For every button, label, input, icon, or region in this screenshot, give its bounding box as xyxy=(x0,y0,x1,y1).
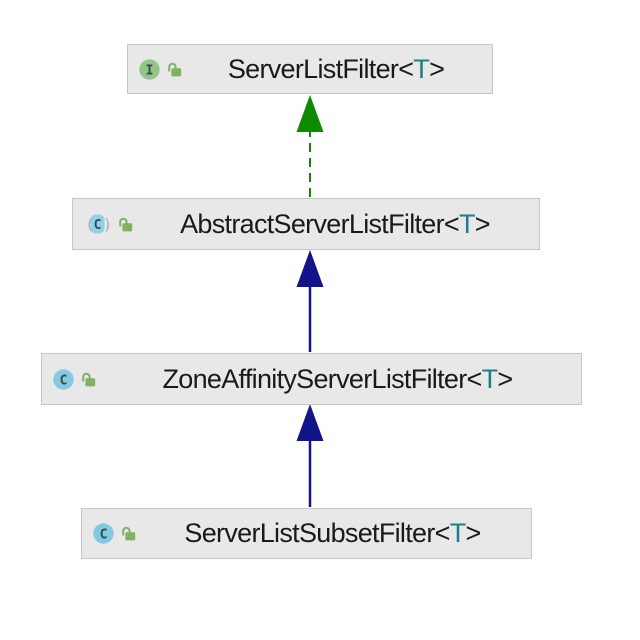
class-name: ServerListSubsetFilter xyxy=(184,518,435,548)
abstract-class-icon: ( C ) xyxy=(87,214,110,234)
svg-text:C: C xyxy=(94,218,102,233)
svg-text:C: C xyxy=(100,527,108,542)
class-name: ServerListFilter xyxy=(227,53,399,84)
edge-implements xyxy=(296,95,324,197)
class-node-abstract-server-list-filter[interactable]: ( C ) AbstractServerListFilter<T> xyxy=(72,198,540,250)
class-name-label: ZoneAffinityServerListFilter<T> xyxy=(104,363,581,394)
svg-text:C: C xyxy=(60,373,68,388)
extends-arrowhead-icon xyxy=(296,250,324,287)
svg-text:): ) xyxy=(104,216,110,234)
type-parameter: T xyxy=(458,208,475,239)
generic-open: < xyxy=(443,208,460,239)
type-parameter: T xyxy=(449,518,466,548)
class-icon: C xyxy=(93,523,114,544)
interface-icon: I xyxy=(139,58,160,80)
extends-arrowhead-icon xyxy=(296,404,324,441)
class-name-label: ServerListSubsetFilter<T> xyxy=(144,520,531,547)
node-icons: C xyxy=(53,368,97,390)
generic-open: < xyxy=(466,363,483,394)
class-name: AbstractServerListFilter xyxy=(180,208,444,239)
class-name-label: AbstractServerListFilter<T> xyxy=(141,208,539,239)
unlocked-lock-icon xyxy=(119,217,133,231)
type-parameter: T xyxy=(413,53,430,84)
unlocked-lock-icon xyxy=(122,526,136,541)
class-node-server-list-subset-filter[interactable]: C ServerListSubsetFilter<T> xyxy=(81,508,532,559)
generic-open: < xyxy=(434,518,451,548)
svg-text:(: ( xyxy=(87,216,93,234)
generic-close: > xyxy=(474,208,491,239)
node-icons: C xyxy=(93,523,137,544)
edge-extends-subset-to-zone xyxy=(296,404,324,507)
node-icons: ( C ) xyxy=(84,213,134,235)
generic-close: > xyxy=(465,518,482,548)
class-name-label: ServerListFilter<T> xyxy=(190,53,492,84)
generic-close: > xyxy=(497,363,513,394)
generic-close: > xyxy=(429,53,445,84)
class-icon: C xyxy=(53,368,74,390)
class-node-server-list-filter[interactable]: I ServerListFilter<T> xyxy=(127,44,493,94)
unlocked-lock-icon xyxy=(82,372,96,386)
implements-arrowhead-icon xyxy=(296,95,324,132)
class-node-zone-affinity-server-list-filter[interactable]: C ZoneAffinityServerListFilter<T> xyxy=(41,353,582,405)
svg-text:I: I xyxy=(146,63,154,78)
unlocked-lock-icon xyxy=(168,62,182,76)
node-icons: I xyxy=(139,58,183,80)
generic-open: < xyxy=(398,53,414,84)
class-name: ZoneAffinityServerListFilter xyxy=(162,363,468,394)
edge-extends-zone-to-abstract xyxy=(296,250,324,352)
type-parameter: T xyxy=(481,363,498,394)
